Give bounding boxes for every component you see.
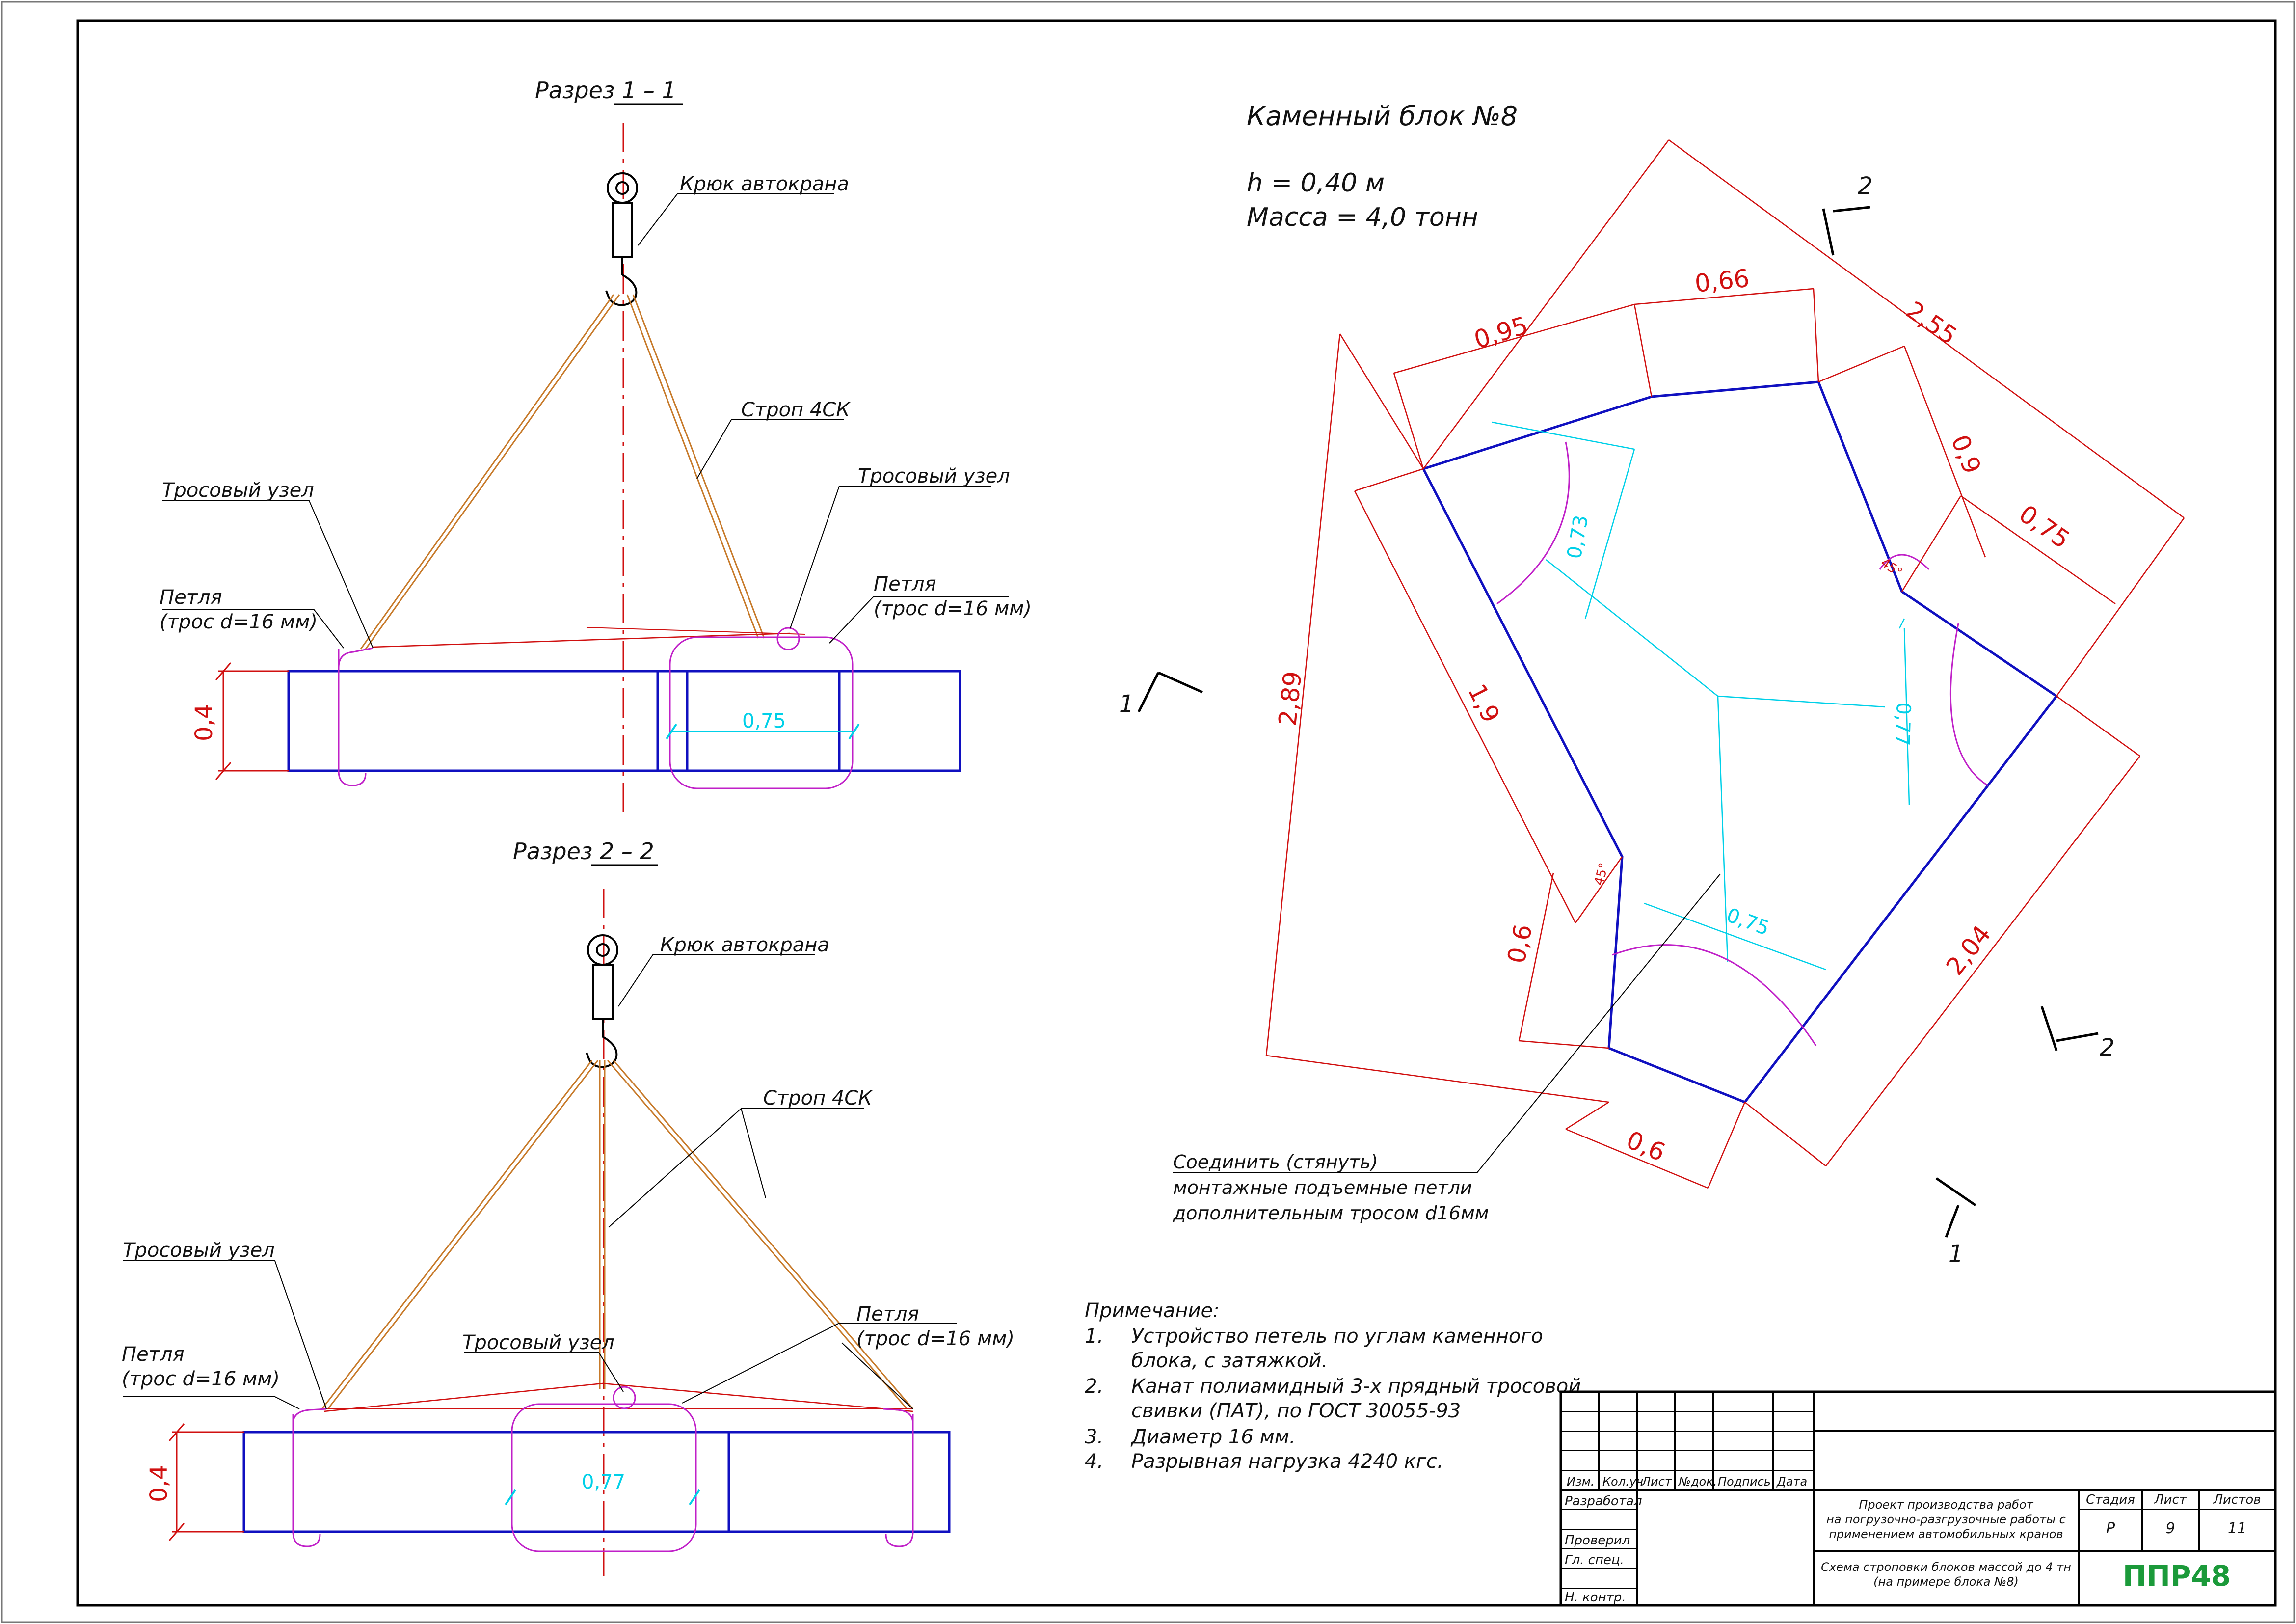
section-markers [1137, 206, 2099, 1238]
crane-hook-icon [605, 172, 638, 306]
connect-note-3: дополнительным тросом d16мм [1173, 1202, 1489, 1224]
col-sign: Подпись [1718, 1475, 1771, 1489]
notes: Примечание: 1. Устройство петель по угла… [1085, 1299, 1581, 1473]
sheet-value: 9 [2165, 1520, 2175, 1537]
dim-height-2-label: 0,4 [145, 1465, 173, 1502]
dim-0-95: 0,95 [1471, 311, 1531, 354]
section-mark-1a: 1 [1119, 690, 1134, 718]
note-1-line-1: Устройство петель по углам каменного [1131, 1325, 1543, 1348]
label-loop-right-1b: (трос d=16 мм) [874, 597, 1032, 620]
stage-value: Р [2106, 1520, 2115, 1537]
col-ndok: №док. [1678, 1475, 1717, 1489]
plan-title: Каменный блок №8 [1247, 101, 1518, 132]
label-loop-right-2b: (трос d=16 мм) [856, 1327, 1015, 1350]
role-checked: Проверил [1565, 1533, 1630, 1548]
label-hook-2: Крюк автокрана [660, 934, 829, 956]
svg-text:4.: 4. [1085, 1450, 1103, 1473]
section-1-1: Разрез 1 – 1 [160, 77, 1032, 815]
label-hook-1: Крюк автокрана [680, 173, 849, 195]
cyan-dim-0-77: 0,77 [1891, 702, 1915, 747]
col-izm: Изм. [1567, 1475, 1594, 1489]
label-knot-left-2: Тросовый узел [123, 1239, 275, 1262]
sheet-title-2: (на примере блока №8) [1873, 1575, 2019, 1589]
stone-block-side-2 [242, 1431, 951, 1533]
brand-logo: ППР48 [2123, 1559, 2231, 1593]
note-1-line-2: блока, с затяжкой. [1131, 1350, 1328, 1372]
block-outline [1421, 380, 2058, 1104]
label-knot-center-2: Тросовый узел [462, 1331, 614, 1354]
section-mark-2b: 2 [2100, 1034, 2115, 1061]
rope-loops [338, 627, 854, 789]
dim-0-75: 0,75 [2014, 499, 2075, 554]
label-loop-left-2b: (трос d=16 мм) [122, 1368, 280, 1390]
notes-heading: Примечание: [1085, 1299, 1220, 1322]
note-3-line-1: Диаметр 16 мм. [1130, 1426, 1296, 1448]
sling-ropes-2 [321, 1060, 914, 1409]
loop-construction [1492, 421, 1910, 971]
project-line-1: Проект производства работ [1859, 1498, 2033, 1512]
sheets-label: Листов [2213, 1492, 2261, 1507]
role-developed: Разработал [1565, 1494, 1642, 1509]
col-list: Лист [1641, 1475, 1672, 1489]
section-mark-2a: 2 [1858, 172, 1873, 200]
role-chief: Гл. спец. [1565, 1553, 1624, 1568]
label-knot-left-1: Тросовый узел [162, 479, 314, 502]
svg-text:2.: 2. [1085, 1375, 1103, 1398]
dim-inner-1-label: 0,75 [742, 710, 786, 732]
project-line-3: применением автомобильных кранов [1829, 1527, 2063, 1541]
col-date: Дата [1776, 1475, 1807, 1489]
connect-note-2: монтажные подъемные петли [1173, 1177, 1472, 1198]
section-2-title: Разрез 2 – 2 [513, 838, 654, 865]
label-loop-right-1a: Петля [874, 573, 936, 595]
stone-block-side [287, 670, 961, 772]
section-1-title: Разрез 1 – 1 [535, 77, 676, 104]
title-block [1559, 1390, 2277, 1607]
cyan-dim-0-73: 0,73 [1563, 514, 1593, 561]
dim-height-1 [215, 662, 289, 780]
svg-text:3.: 3. [1085, 1426, 1103, 1448]
dim-0-66: 0,66 [1693, 264, 1751, 298]
note-4-line-1: Разрывная нагрузка 4240 кгс. [1131, 1450, 1443, 1473]
label-sling-2: Строп 4СК [763, 1087, 873, 1110]
label-loop-left-2a: Петля [122, 1343, 185, 1366]
plan-mass: Масса = 4,0 тонн [1247, 203, 1478, 232]
plan-height: h = 0,40 м [1247, 168, 1385, 198]
label-loop-left-1a: Петля [160, 586, 222, 609]
dim-inner-2-label: 0,77 [582, 1471, 625, 1493]
dim-2-89: 2,89 [1273, 670, 1307, 727]
col-kol: Кол.уч [1602, 1475, 1643, 1489]
angle-45-left: 45° [1592, 862, 1612, 887]
crane-hook-icon [586, 934, 618, 1068]
sheets-value: 11 [2228, 1520, 2246, 1537]
label-knot-right-1: Тросовый узел [858, 465, 1010, 487]
project-line-2: на погрузочно-разгрузочные работы с [1826, 1513, 2066, 1526]
section-mark-1b: 1 [1949, 1240, 1964, 1268]
svg-text:1.: 1. [1085, 1325, 1103, 1348]
section-2-2: Разрез 2 – 2 [122, 838, 1015, 1576]
plan-dimension-lines [1265, 139, 2185, 1189]
angle-45-right: 45° [1878, 555, 1905, 580]
drawing-frame [76, 19, 2277, 1607]
label-loop-right-2a: Петля [856, 1303, 919, 1326]
dim-2-04: 2,04 [1941, 920, 1997, 980]
sling-ropes [360, 294, 765, 650]
sheet-title-1: Схема строповки блоков массой до 4 тн [1821, 1560, 2071, 1574]
dim-height-1-label: 0,4 [190, 704, 218, 741]
dim-0-6-left: 0,6 [1502, 922, 1538, 966]
dim-0-6-bottom: 0,6 [1622, 1126, 1669, 1167]
stage-label: Стадия [2086, 1492, 2135, 1507]
block-plan: Каменный блок №8 h = 0,40 м Масса = 4,0 … [1119, 101, 2185, 1268]
sheet-label: Лист [2154, 1492, 2187, 1507]
connect-note-1: Соединить (стянуть) [1173, 1151, 1378, 1173]
note-2-line-1: Канат полиамидный 3-х прядный тросовой [1131, 1375, 1581, 1398]
role-norm: Н. контр. [1565, 1590, 1626, 1605]
dim-2-55: 2,55 [1901, 296, 1962, 350]
rope-loops-2 [292, 1386, 914, 1552]
dim-1-9: 1,9 [1462, 679, 1505, 727]
label-loop-left-1b: (трос d=16 мм) [160, 611, 318, 633]
note-2-line-2: свивки (ПАТ), по ГОСТ 30055-93 [1131, 1400, 1461, 1422]
label-sling-1: Строп 4СК [741, 399, 851, 421]
